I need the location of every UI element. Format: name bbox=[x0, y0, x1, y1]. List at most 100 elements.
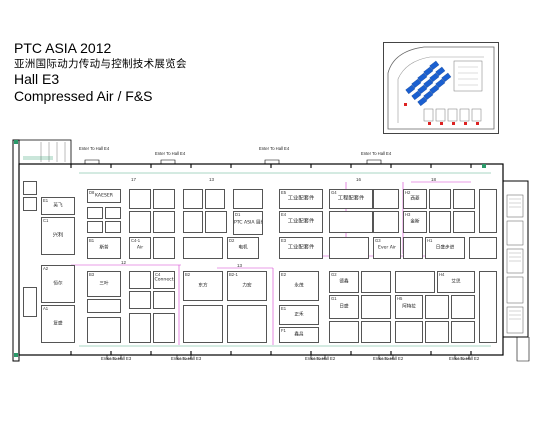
booth[interactable] bbox=[425, 321, 449, 343]
booth[interactable] bbox=[373, 189, 399, 209]
booth[interactable]: C4-1 Air bbox=[129, 237, 151, 259]
booth[interactable]: G4 工程配套件 bbox=[329, 189, 373, 209]
booth[interactable]: A2 恒尔 bbox=[41, 265, 75, 303]
booth[interactable] bbox=[87, 317, 121, 343]
booth[interactable]: H3 金斯 bbox=[403, 211, 427, 233]
booth[interactable]: H2 西菱 bbox=[403, 189, 427, 209]
entrance-label: Enter To Hall E4 bbox=[361, 151, 392, 156]
entrance-label: Enter To Hall E2 bbox=[305, 356, 336, 361]
booth[interactable] bbox=[479, 189, 497, 233]
booth[interactable] bbox=[451, 295, 475, 319]
booth[interactable] bbox=[479, 271, 497, 343]
booth[interactable]: D8 KAESER bbox=[87, 189, 121, 203]
booth[interactable]: H1 日盛步进 bbox=[425, 237, 465, 259]
entrance-label: Enter To Hall E2 bbox=[449, 356, 480, 361]
entrance-label: Enter To Hall E2 bbox=[373, 356, 404, 361]
booth[interactable] bbox=[129, 189, 151, 209]
booth[interactable] bbox=[23, 181, 37, 195]
booth[interactable]: F1 鑫昌 bbox=[279, 327, 319, 343]
aisle-number: 12 bbox=[121, 260, 127, 265]
booth[interactable]: B2-1 力宏 bbox=[227, 271, 267, 301]
booth[interactable]: H5 阿特拉 bbox=[395, 295, 423, 319]
booth[interactable]: E1 英飞 bbox=[41, 197, 75, 215]
booth[interactable] bbox=[361, 271, 391, 293]
booth[interactable] bbox=[87, 299, 121, 313]
booth[interactable]: H4 艾思 bbox=[437, 271, 475, 293]
section-name: Compressed Air / F&S bbox=[14, 88, 153, 104]
booth[interactable] bbox=[23, 287, 37, 317]
entrance-label: Enter To Hall E3 bbox=[171, 356, 202, 361]
booth[interactable] bbox=[205, 189, 225, 209]
aisle-number: 18 bbox=[431, 177, 437, 182]
booth[interactable] bbox=[105, 221, 121, 233]
booth[interactable] bbox=[361, 295, 391, 319]
booth[interactable]: E2 永茂 bbox=[279, 271, 319, 301]
booth[interactable]: D1 PTC ASIA 展位中心 bbox=[233, 211, 263, 235]
aisle-number: 13 bbox=[209, 177, 215, 182]
booth[interactable] bbox=[129, 211, 151, 233]
booth[interactable] bbox=[183, 305, 223, 343]
booth[interactable]: C1 兴利 bbox=[41, 217, 75, 255]
hall-floor-plan: Enter To Hall E4 Enter To Hall E4 Enter … bbox=[11, 137, 532, 364]
booth[interactable] bbox=[403, 237, 423, 259]
booth[interactable] bbox=[129, 291, 151, 309]
venue-overview-map bbox=[383, 42, 499, 134]
booth[interactable] bbox=[429, 189, 451, 209]
booth[interactable] bbox=[233, 189, 263, 209]
booth[interactable] bbox=[469, 237, 497, 259]
entrance-label: Enter To Hall E4 bbox=[155, 151, 186, 156]
entrance-label: Enter To Hall E4 bbox=[79, 146, 110, 151]
hall-name: Hall E3 bbox=[14, 71, 60, 87]
aisle-number: 13 bbox=[237, 263, 243, 268]
booth[interactable] bbox=[105, 207, 121, 219]
booth[interactable] bbox=[183, 237, 223, 259]
booth[interactable] bbox=[153, 237, 175, 259]
booth[interactable] bbox=[87, 207, 103, 219]
entrance-label: Enter To Hall E4 bbox=[259, 146, 290, 151]
booth[interactable] bbox=[183, 189, 203, 209]
booth[interactable]: A1 复盛 bbox=[41, 305, 75, 343]
booth[interactable] bbox=[87, 221, 103, 233]
venue-overview-drawing bbox=[387, 46, 495, 130]
entrance-label: Enter To Hall E3 bbox=[101, 356, 132, 361]
booth[interactable] bbox=[205, 211, 227, 233]
event-title-chinese: 亚洲国际动力传动与控制技术展览会 bbox=[14, 58, 187, 70]
booth[interactable] bbox=[23, 197, 37, 211]
booth[interactable]: G2 德鑫 bbox=[329, 271, 359, 293]
booth[interactable]: C4 Connect bbox=[153, 271, 175, 289]
booth[interactable] bbox=[453, 211, 475, 233]
booth[interactable] bbox=[425, 295, 449, 319]
booth[interactable]: E1 正禾 bbox=[279, 305, 319, 325]
booth[interactable]: B3 三叶 bbox=[87, 271, 121, 297]
booth[interactable]: E3 工业配套件 bbox=[279, 237, 323, 259]
booth[interactable] bbox=[153, 291, 175, 309]
title-block: PTC ASIA 2012 亚洲国际动力传动与控制技术展览会 Hall E3 C… bbox=[14, 40, 187, 105]
booth[interactable] bbox=[129, 313, 151, 343]
booth[interactable] bbox=[329, 237, 369, 259]
booth[interactable]: E5 工业配套件 bbox=[279, 189, 323, 209]
booth[interactable] bbox=[329, 321, 359, 343]
booth[interactable] bbox=[153, 211, 175, 233]
booth[interactable] bbox=[453, 189, 475, 209]
booth[interactable] bbox=[395, 321, 423, 343]
event-title: PTC ASIA 2012 bbox=[14, 40, 112, 56]
booth[interactable]: G1 日盛 bbox=[329, 295, 359, 319]
booth[interactable] bbox=[361, 321, 391, 343]
aisle-number: 16 bbox=[356, 177, 362, 182]
booth[interactable]: B1 斯普 bbox=[87, 237, 121, 259]
booth[interactable] bbox=[183, 211, 203, 233]
booth[interactable] bbox=[329, 211, 373, 233]
booth[interactable] bbox=[429, 211, 451, 233]
booth[interactable] bbox=[395, 271, 435, 293]
booth[interactable] bbox=[129, 271, 151, 289]
booth[interactable]: B2 东方 bbox=[183, 271, 223, 301]
booth[interactable]: G3 Ever Air bbox=[373, 237, 401, 259]
booth[interactable] bbox=[227, 305, 267, 343]
booth[interactable] bbox=[451, 321, 475, 343]
booth[interactable]: D2 电机 bbox=[227, 237, 259, 259]
booth[interactable] bbox=[373, 211, 399, 233]
booth[interactable]: E4 工业配套件 bbox=[279, 211, 323, 233]
booth[interactable] bbox=[153, 189, 175, 209]
aisle-number: 17 bbox=[131, 177, 137, 182]
booth[interactable] bbox=[153, 313, 175, 343]
